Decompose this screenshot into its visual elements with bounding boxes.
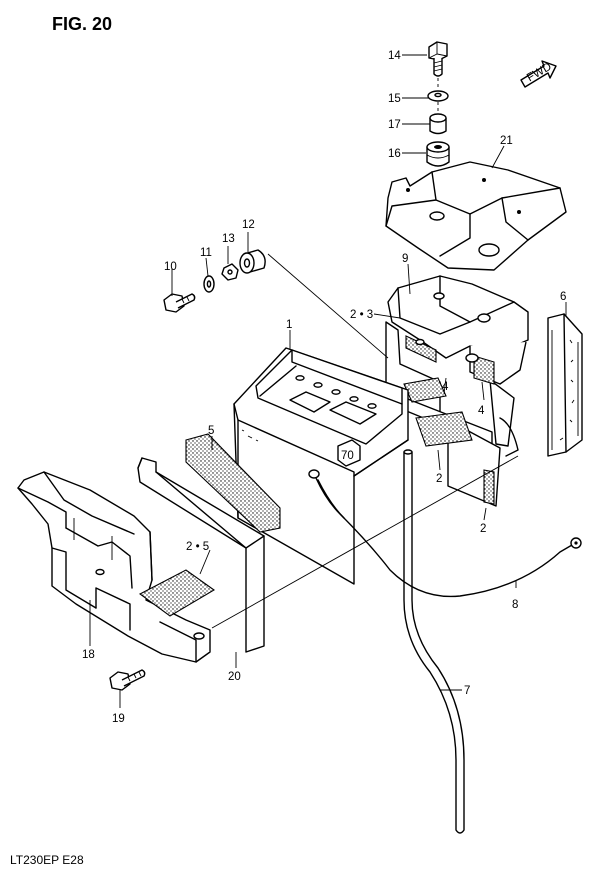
bracket-21-icon [385, 161, 567, 271]
battery-box-9-icon [385, 275, 529, 507]
callout-16: 16 [388, 148, 401, 160]
svg-text:70: 70 [341, 450, 354, 462]
callout-10: 10 [164, 261, 177, 273]
fwd-label: FWD [525, 61, 554, 84]
callout-2-5: 2 • 5 [186, 541, 209, 553]
callout-2b: 2 [480, 523, 486, 535]
washer-15-icon [427, 90, 449, 102]
callout-12: 12 [242, 219, 255, 231]
callout-5: 5 [208, 425, 214, 437]
hose-7-icon [403, 449, 465, 834]
spacer-12-icon [239, 249, 266, 274]
holder-18-icon [17, 471, 216, 663]
callout-4a: 4 [442, 381, 449, 393]
callout-21: 21 [500, 135, 513, 147]
callout-7: 7 [464, 685, 470, 697]
callout-19: 19 [112, 713, 125, 725]
callout-1: 1 [286, 319, 292, 331]
callout-2-3: 2 • 3 [350, 309, 373, 321]
callout-13: 13 [222, 233, 235, 245]
cable-8-icon [308, 469, 582, 598]
cover-6-icon [547, 313, 583, 457]
callout-14: 14 [388, 50, 401, 62]
callout-4b: 4 [478, 405, 485, 417]
callout-8: 8 [512, 599, 518, 611]
fwd-arrow-icon: FWD [520, 60, 557, 88]
grommet-16-icon [426, 141, 450, 167]
callout-11: 11 [200, 247, 212, 259]
callout-15: 15 [388, 93, 401, 105]
washer-11-icon [203, 275, 215, 293]
callout-17: 17 [388, 119, 401, 131]
leader-lines [89, 54, 567, 708]
plate-20-icon [137, 457, 265, 653]
nut-13-icon [221, 263, 239, 281]
callout-6: 6 [560, 291, 566, 303]
figure-title: FIG. 20 [52, 14, 112, 34]
callout-20: 20 [228, 671, 241, 683]
pad-5-icon [185, 433, 281, 533]
callout-labels: 14 15 17 16 21 9 6 2 • 3 4 4 2 2 1 5 2 •… [82, 50, 566, 725]
bolt-19-icon [109, 669, 146, 691]
collar-17-icon [429, 113, 447, 135]
callout-2a: 2 [436, 473, 442, 485]
callout-9: 9 [402, 253, 408, 265]
bolt-14-icon [428, 41, 448, 77]
figure-footer: LT230EP E28 [10, 853, 84, 867]
bolt-10-icon [163, 293, 196, 313]
callout-18: 18 [82, 649, 95, 661]
